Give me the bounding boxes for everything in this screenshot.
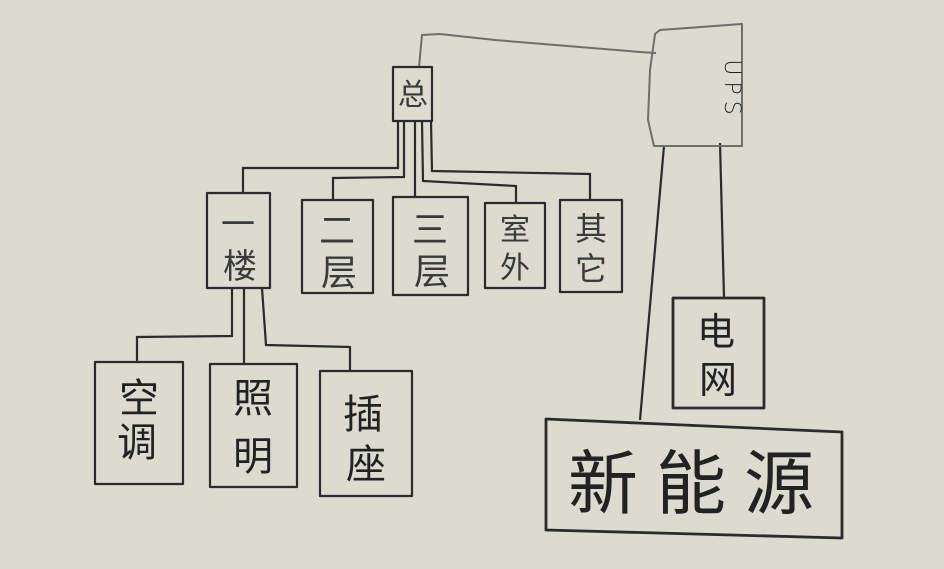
outdoor-node[interactable]: 室 外 <box>483 201 547 290</box>
floor-2-label-bottom: 层 <box>321 253 357 294</box>
socket-label-bottom: 座 <box>346 442 386 488</box>
floor-2-label-top: 二 <box>319 211 355 252</box>
wire-root-floor2 <box>331 121 406 200</box>
floor-node-1[interactable]: 一 楼 <box>205 191 272 290</box>
wire-root-outdoor <box>420 120 518 203</box>
grid-label-bottom: 网 <box>699 358 737 402</box>
wire-ups-grid <box>718 142 726 299</box>
other-label-bottom: 它 <box>575 250 607 288</box>
root-node[interactable]: 总 <box>391 65 434 123</box>
socket-label-top: 插 <box>343 392 383 438</box>
wire-root-ups <box>418 32 657 68</box>
wires <box>135 32 726 421</box>
new-energy-label: 新能源 <box>568 443 832 525</box>
other-label-top: 其 <box>575 210 607 248</box>
outdoor-label-bottom: 外 <box>500 251 530 286</box>
ups-node[interactable]: UPS <box>646 22 744 147</box>
floor-3-label-top: 三 <box>412 210 448 251</box>
ac-node[interactable]: 空 调 <box>93 360 185 486</box>
floor-3-label-bottom: 层 <box>414 252 450 293</box>
wire-floor1-ac <box>135 288 234 362</box>
wire-floor1-socket <box>260 287 352 371</box>
other-node[interactable]: 其 它 <box>558 198 624 294</box>
outdoor-label-top: 室 <box>500 213 530 248</box>
ups-label: UPS <box>719 59 744 120</box>
socket-node[interactable]: 插 座 <box>318 369 414 498</box>
wire-root-floor1 <box>241 121 400 193</box>
grid-node[interactable]: 电 网 <box>671 296 766 410</box>
floor-1-label-bottom: 楼 <box>223 247 257 287</box>
lighting-node[interactable]: 照 明 <box>208 362 299 489</box>
floor-node-3[interactable]: 三 层 <box>391 195 470 297</box>
floor-1-label-top: 一 <box>221 205 255 245</box>
grid-label-top: 电 <box>697 310 735 354</box>
wire-root-other <box>429 120 592 200</box>
floor-node-2[interactable]: 二 层 <box>300 198 375 295</box>
root-label: 总 <box>398 78 428 113</box>
lighting-label-top: 照 <box>233 376 273 422</box>
lighting-label-bottom: 明 <box>233 434 273 480</box>
wire-ups-new-energy <box>638 145 666 421</box>
new-energy-node[interactable]: 新能源 <box>544 417 844 540</box>
ac-label-top: 空 <box>119 376 159 422</box>
ac-label-bottom: 调 <box>117 420 157 466</box>
